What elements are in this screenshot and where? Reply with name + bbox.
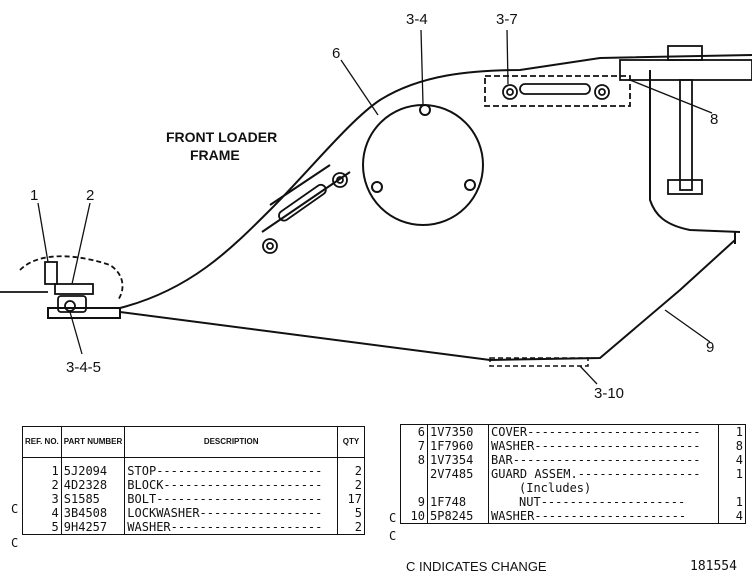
header-ref: REF. NO.	[22, 426, 62, 458]
stop-block	[0, 255, 124, 313]
change-mark: C	[389, 529, 397, 543]
callout-3-4-5: 3-4-5	[66, 359, 101, 376]
table-row: 6 1V7350 COVER------------------------ 1	[400, 424, 746, 439]
parts-diagram: FRONT LOADER FRAME 1 2 3-4-5 3-4 3-7 6 8…	[0, 11, 752, 402]
table-row: 9 2V7485 GUARD ASSEM.----------------- 1	[400, 467, 746, 509]
callout-3-7: 3-7	[496, 11, 518, 28]
parts-table-right: 6 1V7350 COVER------------------------ 1…	[400, 424, 746, 524]
guard-outline	[47, 54, 752, 362]
change-mark: C	[389, 511, 397, 525]
drawing-number: 181554	[690, 559, 737, 574]
callout-2: 2	[86, 187, 94, 204]
frame-label-line2: FRAME	[190, 147, 240, 163]
callout-1: 1	[30, 187, 38, 204]
table-row: (Includes)	[401, 481, 746, 495]
bottom-washers	[489, 357, 589, 367]
table-row: 10 5P8245 WASHER--------------------- 4	[400, 509, 746, 524]
header-description: DESCRIPTION	[124, 426, 338, 458]
flange-holes	[262, 172, 348, 254]
change-note: C INDICATES CHANGE	[406, 559, 547, 574]
leader-lines	[37, 29, 713, 385]
table-row: 8 1V7354 BAR-------------------------- 4	[400, 453, 746, 467]
change-mark: C	[11, 502, 19, 516]
callout-8: 8	[710, 111, 718, 128]
table-row: 2 4D2328 BLOCK---------------------- 2	[22, 478, 365, 492]
table-row: 1 5J2094 STOP----------------------- 2	[22, 457, 365, 478]
table-row: 4 3B4508 LOCKWASHER----------------- 5	[22, 506, 365, 520]
header-qty: QTY	[337, 426, 365, 458]
table-row: 5 9H4257 WASHER--------------------- 2	[22, 520, 365, 535]
table-row: 7 1F7960 WASHER----------------------- 8	[400, 439, 746, 453]
frame-label-line1: FRONT LOADER	[166, 129, 277, 145]
callout-3-4: 3-4	[406, 11, 428, 28]
table-row: 1F748 NUT-------------------- 1	[401, 495, 746, 509]
header-part-number: PART NUMBER	[61, 426, 126, 458]
change-mark: C	[11, 536, 19, 550]
bar-plate	[484, 45, 752, 195]
callout-6: 6	[332, 45, 340, 62]
cover	[362, 104, 484, 226]
table-row: 3 S1585 BOLT----------------------- 17	[22, 492, 365, 506]
callout-3-10: 3-10	[594, 385, 624, 402]
callout-9: 9	[706, 339, 714, 356]
parts-table-left: REF. NO. PART NUMBER DESCRIPTION QTY 1 5…	[22, 426, 365, 535]
